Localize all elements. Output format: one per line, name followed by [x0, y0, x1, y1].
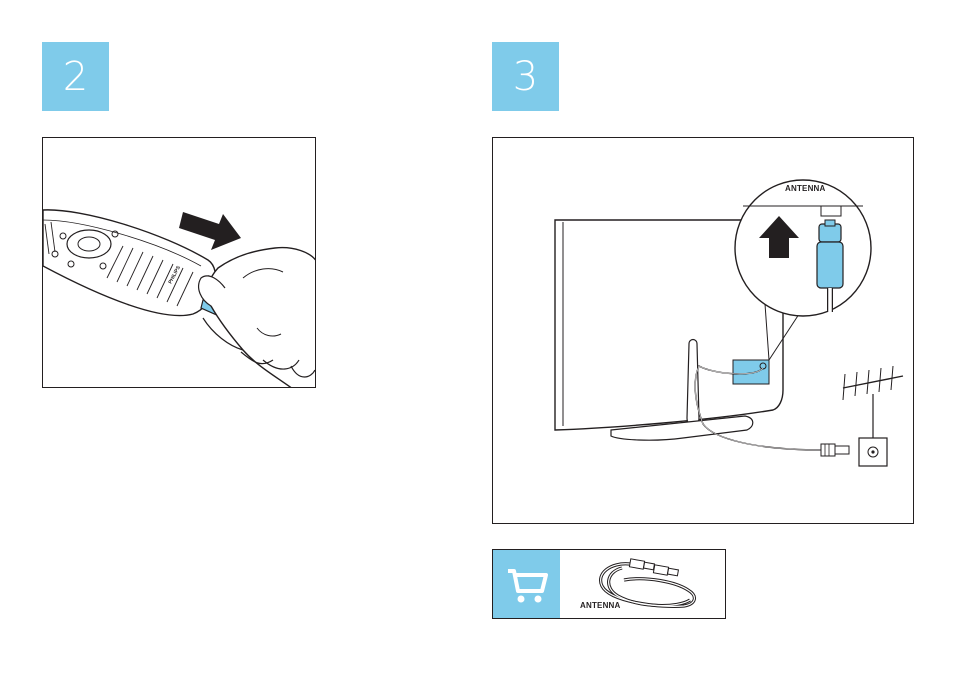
accessory-panel: ANTENNA [492, 549, 726, 619]
shopping-cart-icon [502, 559, 552, 609]
shopping-cart-box [493, 550, 560, 618]
antenna-port-label: ANTENNA [785, 184, 826, 193]
step-3-badge: 3 [492, 42, 559, 111]
step-2-badge: 2 [42, 42, 109, 111]
accessory-label: ANTENNA [580, 601, 621, 610]
remote-tab-removal-drawing [43, 138, 316, 388]
step-2-illustration: PHILIPS [42, 137, 316, 388]
step-3-illustration: ANTENNA [492, 137, 914, 524]
antenna-connection-drawing [493, 138, 914, 524]
antenna-cable-box: ANTENNA [560, 550, 725, 618]
